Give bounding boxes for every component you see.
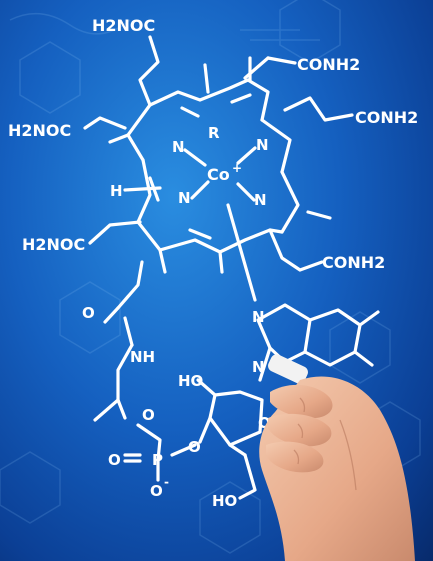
label-nh: NH bbox=[130, 348, 155, 366]
label-phosphate-o-left: O bbox=[108, 451, 121, 469]
label-r-group: R bbox=[208, 124, 220, 142]
label-phosphate-o-right: O bbox=[188, 438, 201, 456]
label-cobalt: Co bbox=[207, 165, 230, 184]
label-hydrogen: H bbox=[110, 182, 123, 200]
label-n-imidazole-top: N bbox=[252, 308, 265, 326]
label-n-lower-left: N bbox=[178, 189, 191, 207]
label-ho-ribose: HO bbox=[178, 372, 203, 390]
label-h2noc-lower-left: H2NOC bbox=[22, 235, 85, 254]
label-h2noc-top: H2NOC bbox=[92, 16, 155, 35]
label-n-lower-right: N bbox=[254, 191, 267, 209]
label-phosphate-o-minus: O bbox=[150, 482, 163, 500]
label-phosphate-p: P bbox=[152, 451, 163, 469]
label-ho-bottom: HO bbox=[212, 492, 237, 510]
label-oxygen-amide: O bbox=[82, 304, 95, 322]
label-cobalt-charge: + bbox=[232, 161, 242, 175]
label-h2noc-left: H2NOC bbox=[8, 121, 71, 140]
label-n-upper-left: N bbox=[172, 138, 185, 156]
label-conh2-lower-right: CONH2 bbox=[322, 253, 385, 272]
chalk-piece bbox=[268, 354, 308, 384]
label-n-upper-right: N bbox=[256, 136, 269, 154]
label-conh2-right: CONH2 bbox=[355, 108, 418, 127]
label-n-imidazole-bottom: N bbox=[252, 358, 265, 376]
label-o-ester: O bbox=[142, 406, 155, 424]
label-conh2-top-right: CONH2 bbox=[297, 55, 360, 74]
hand bbox=[259, 354, 415, 561]
label-minus-sign: - bbox=[164, 475, 169, 489]
